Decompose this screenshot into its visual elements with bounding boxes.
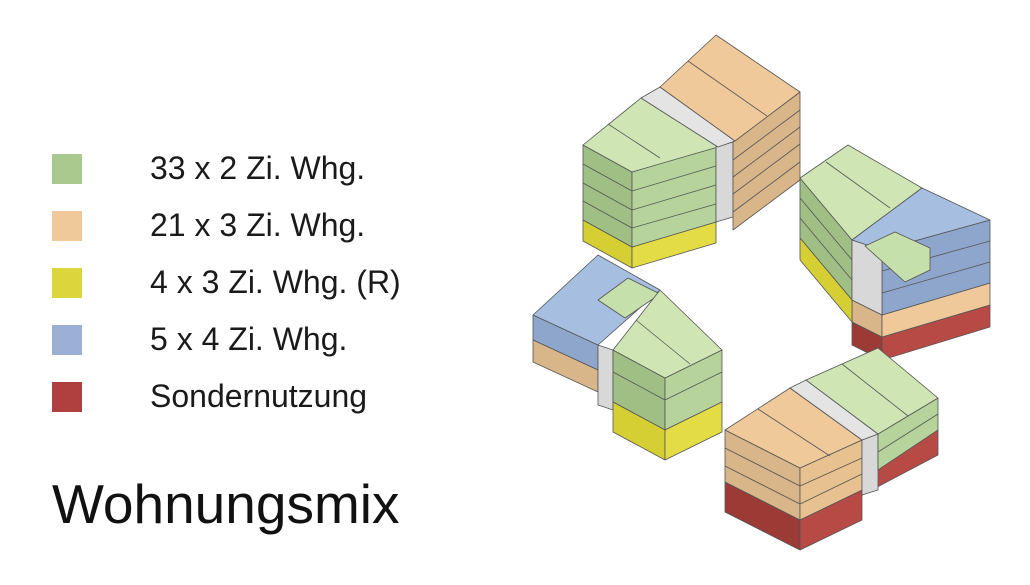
legend-label-2zi: 33 x 2 Zi. Whg.: [150, 150, 366, 186]
legend-item-3zi: 21 x 3 Zi. Whg.: [52, 197, 401, 254]
legend-item-sondernutzung: Sondernutzung: [52, 368, 401, 425]
legend-item-4zi: 5 x 4 Zi. Whg.: [52, 311, 401, 368]
legend-swatch-3zi-r: [52, 267, 82, 298]
legend-swatch-3zi: [52, 210, 82, 241]
page-title: Wohnungsmix: [52, 473, 400, 535]
legend-label-4zi: 5 x 4 Zi. Whg.: [150, 321, 348, 357]
building-b: [799, 144, 991, 361]
legend-label-3zi: 21 x 3 Zi. Whg.: [150, 207, 366, 243]
legend-label-3zi-r: 4 x 3 Zi. Whg. (R): [150, 264, 401, 300]
legend-swatch-2zi: [52, 153, 82, 184]
legend: 33 x 2 Zi. Whg. 21 x 3 Zi. Whg. 4 x 3 Zi…: [52, 140, 401, 425]
building-d: [724, 347, 939, 551]
legend-item-3zi-r: 4 x 3 Zi. Whg. (R): [52, 254, 401, 311]
building-a: [582, 34, 801, 269]
legend-label-sondernutzung: Sondernutzung: [150, 378, 368, 414]
building-c: [532, 254, 723, 461]
legend-swatch-4zi: [52, 324, 82, 355]
legend-swatch-sondernutzung: [52, 381, 82, 412]
legend-item-2zi: 33 x 2 Zi. Whg.: [52, 140, 401, 197]
